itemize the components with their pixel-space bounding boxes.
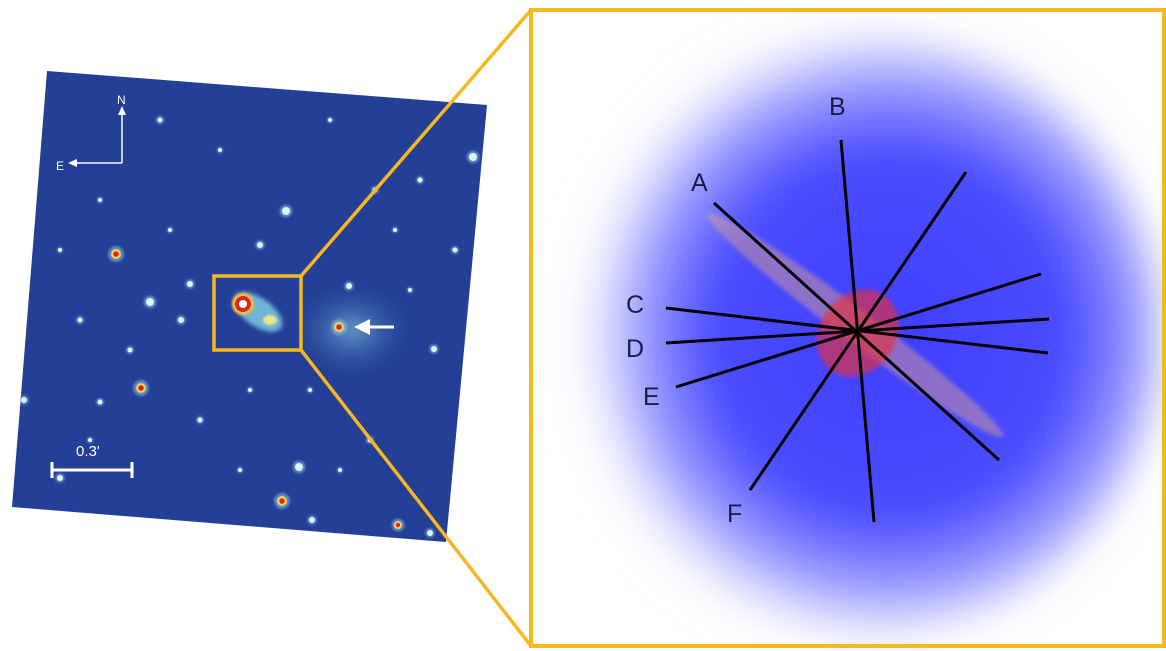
field-star-core (336, 324, 342, 330)
field-star (295, 463, 303, 471)
slit-label-e: E (643, 383, 660, 411)
zoom-box (212, 274, 303, 352)
slit-label-f: F (727, 500, 742, 528)
scale-bar-label: 0.3' (76, 443, 100, 460)
field-star (431, 346, 437, 352)
field-star (452, 247, 458, 253)
field-star (393, 228, 397, 232)
zoom-connectors (299, 8, 533, 648)
field-star (97, 399, 103, 405)
compass: N E (56, 93, 126, 173)
field-star (238, 468, 242, 472)
field-star (469, 153, 477, 161)
slit-label-d: D (626, 335, 644, 363)
field-star (248, 388, 252, 392)
field-star (338, 468, 342, 472)
field-star (146, 298, 154, 306)
field-star (57, 475, 63, 481)
sky-image: N E 0.3' (12, 71, 487, 542)
field-star (408, 288, 412, 292)
field-star (218, 148, 222, 152)
field-star (88, 438, 92, 442)
compass-north-label: N (117, 93, 126, 107)
target-galaxy (232, 292, 283, 332)
slit-line-f (748, 171, 968, 491)
field-star-glow (456, 436, 464, 444)
field-star (417, 177, 423, 183)
slit-label-a: A (691, 169, 708, 197)
field-star (309, 517, 315, 523)
field-star-core (395, 522, 401, 528)
field-star-core (138, 385, 144, 391)
field-star-core (113, 251, 119, 257)
field-star (257, 242, 263, 248)
field-star (458, 438, 462, 442)
field-star (187, 281, 193, 287)
slit-label-b: B (829, 93, 846, 121)
zoom-panel: A B C D E F (529, 8, 1166, 648)
field-star (427, 530, 433, 536)
field-star (157, 117, 163, 123)
field-star-core (279, 498, 285, 504)
field-star (58, 248, 62, 252)
pointer-arrow-icon (354, 319, 394, 335)
field-star (346, 283, 352, 289)
field-star (197, 417, 203, 423)
slit-labels: A B C D E F (626, 93, 846, 528)
scale-bar: 0.3' (50, 443, 134, 478)
field-star (308, 388, 312, 392)
field-star (127, 347, 133, 353)
field-star (328, 118, 332, 122)
slit-lines (665, 139, 1050, 523)
field-stars (19, 116, 480, 538)
diffuse-nebula (290, 282, 414, 378)
field-star (178, 317, 184, 323)
slit-label-c: C (626, 291, 644, 319)
compass-east-label: E (56, 159, 64, 173)
field-star (98, 198, 102, 202)
field-star (77, 317, 83, 323)
field-star (21, 397, 27, 403)
zoom-panel-frame (529, 8, 1166, 648)
field-star (282, 207, 290, 215)
field-star (168, 228, 172, 232)
